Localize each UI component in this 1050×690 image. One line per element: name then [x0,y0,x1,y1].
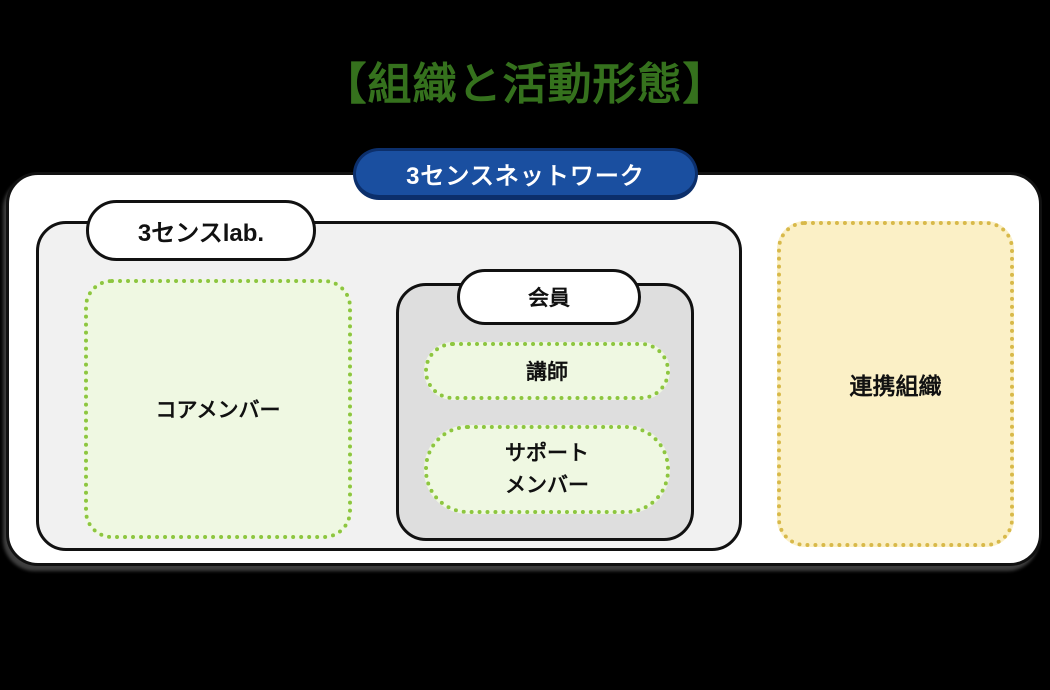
member-group-container: 会員 講師 サポート メンバー [396,269,694,541]
member-label-pill: 会員 [457,269,641,325]
lab-label-pill: 3センスlab. [86,200,316,261]
support-member-box: サポート メンバー [424,425,670,514]
core-members-box: コアメンバー [84,279,352,539]
instructor-box: 講師 [424,342,670,400]
network-container: 3センスネットワーク 3センスlab. コアメンバー 会員 講師 サポート メン… [6,148,1042,566]
lab-label: 3センスlab. [137,220,265,247]
lab-container: 3センスlab. コアメンバー 会員 講師 サポート メンバー [36,200,742,551]
diagram-title: 【組織と活動形態】 [322,60,728,109]
support-member-label-line1: サポート [505,442,589,465]
partner-org-box: 連携組織 [777,221,1014,547]
support-member-label-line2: メンバー [505,473,589,497]
network-label-pill: 3センスネットワーク [353,148,698,200]
instructor-label: 講師 [526,361,568,384]
core-members-label: コアメンバー [155,399,281,422]
network-label: 3センスネットワーク [406,162,645,190]
partner-org-label: 連携組織 [849,373,942,399]
member-label: 会員 [528,287,570,310]
